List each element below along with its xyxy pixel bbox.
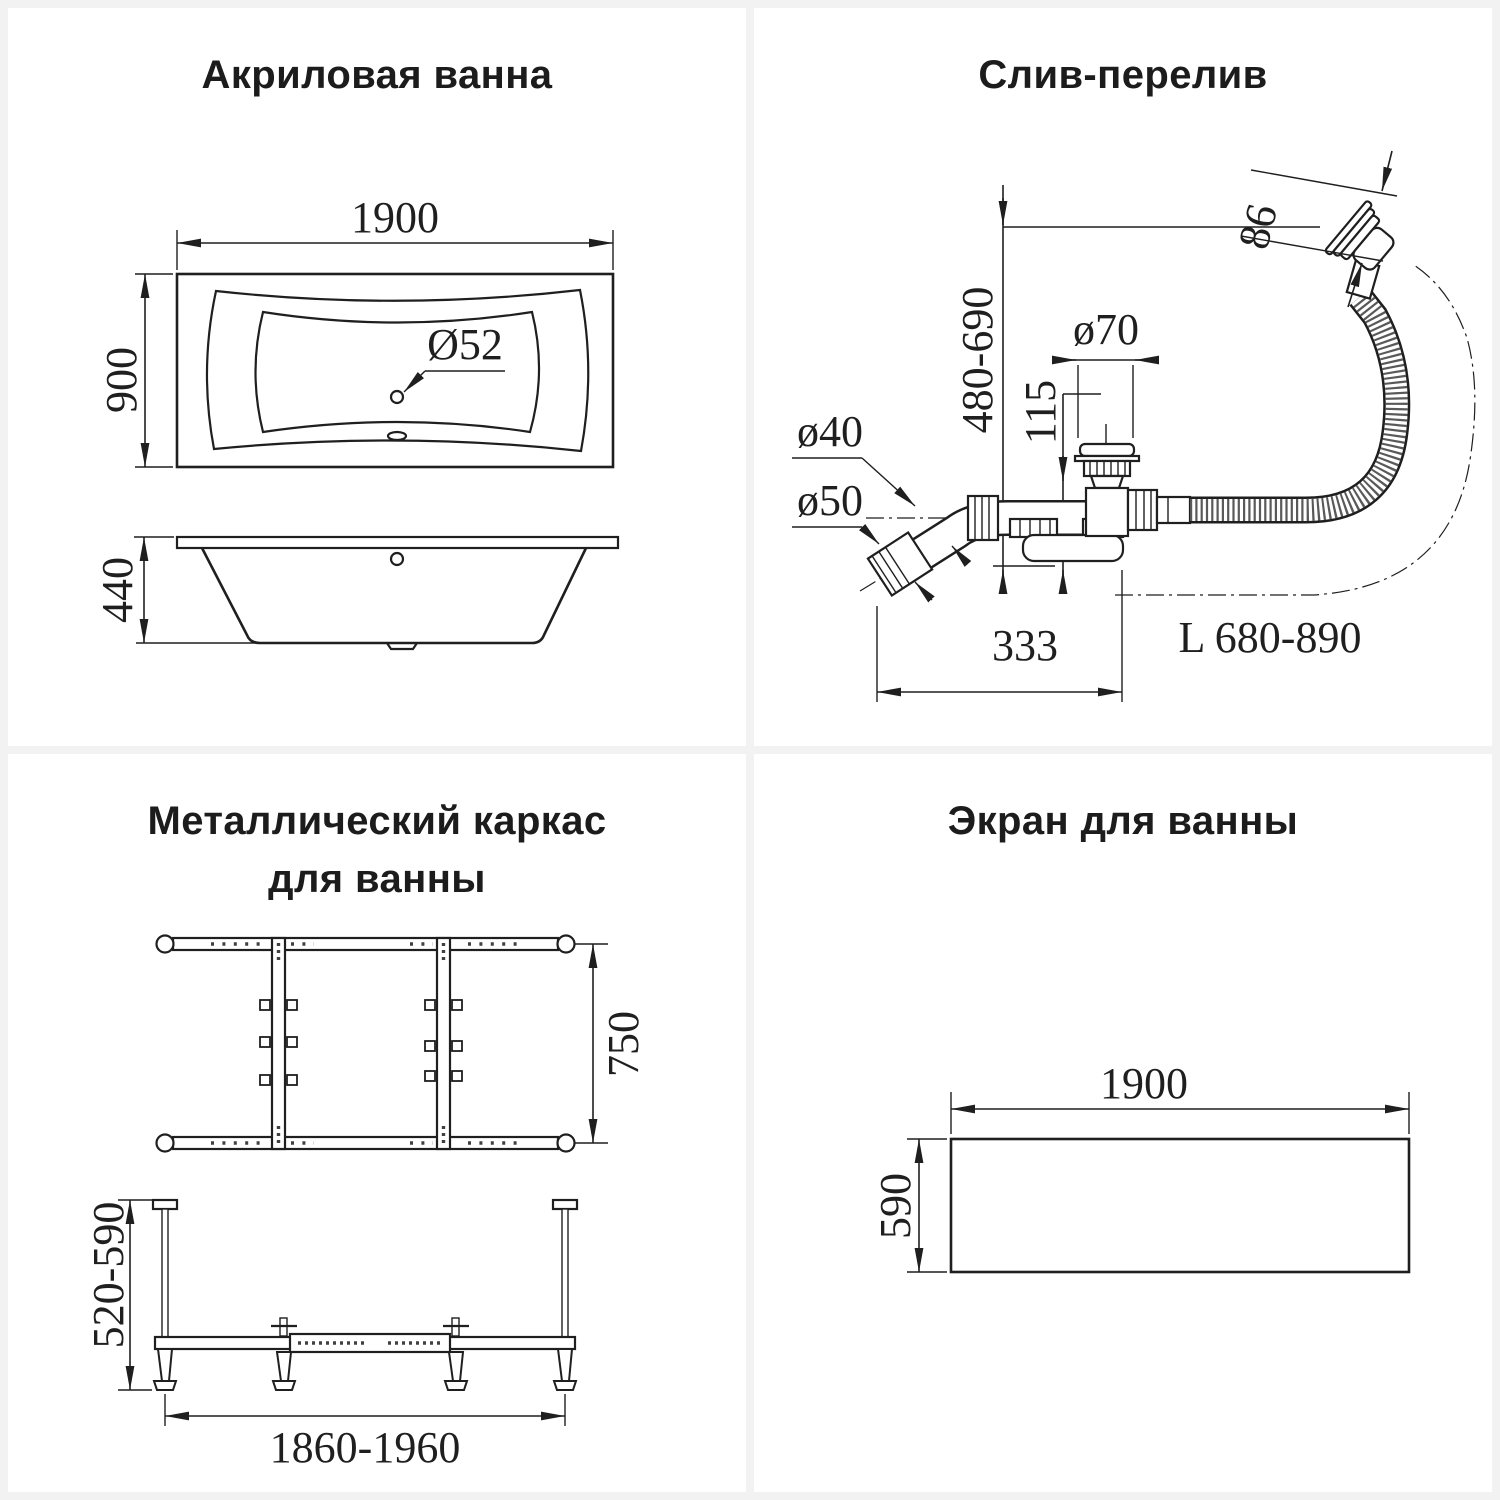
frame-rail-bottom [171, 1135, 560, 1151]
screen-length-label: 1900 [1100, 1059, 1188, 1108]
frame-crossbar-right [435, 936, 452, 1151]
panel-acrylic-bath: Акриловая ванна 1900 [8, 8, 746, 746]
drain-hole [389, 389, 405, 405]
dim-length-range: 1860-1960 [164, 1394, 566, 1472]
dim-offset-333: 333 [876, 570, 1123, 702]
dim-width-label: 900 [97, 347, 146, 413]
panel-metal-frame: Металлический каркас для ванны [8, 754, 746, 1492]
overflow-hose [1190, 288, 1411, 524]
depth-label: 750 [599, 1011, 648, 1077]
hose-adapter [1155, 495, 1192, 525]
dim-screen-length: 1900 [950, 1059, 1410, 1134]
valve-collar [1082, 459, 1132, 478]
panel-acrylic-bath-title: Акриловая ванна [201, 53, 553, 97]
panel-bath-screen: Экран для ванны 1900 590 [754, 754, 1492, 1492]
dim-height-range: 520-590 [84, 1199, 155, 1391]
overflow-head [1324, 200, 1395, 301]
acrylic-bath-drawing: 1900 900 Ø52 [93, 193, 620, 651]
cap-diameter-label: ø70 [1073, 305, 1139, 354]
bath-screen-drawing: 1900 590 [871, 1059, 1411, 1274]
panel-bath-screen-title: Экран для ванны [947, 799, 1299, 843]
frame-crossbar-left [270, 936, 287, 1151]
overflow-hole [389, 551, 405, 567]
callout-outlet-50: ø50 [792, 476, 935, 603]
callout-drain-52: Ø52 [403, 320, 505, 393]
metal-frame-drawing: 750 [84, 934, 648, 1472]
dim-width-900: 900 [97, 273, 173, 468]
dim-screen-height: 590 [871, 1138, 947, 1273]
dim-body-height: 115 [1016, 380, 1101, 594]
screen-outline [949, 1137, 1411, 1274]
callout-pipe-40: ø40 [792, 407, 972, 567]
pipe-diameter-label: ø40 [797, 407, 863, 456]
valve-cap [1078, 442, 1136, 458]
panel-drain-overflow-title: Слив-перелив [978, 53, 1268, 97]
bathtub-side-view [175, 535, 620, 651]
screen-height-label: 590 [871, 1173, 920, 1239]
length-range-label: 1860-1960 [270, 1423, 461, 1472]
drain-cup [1021, 533, 1125, 563]
body-height-label: 115 [1016, 380, 1065, 444]
drain-valve [1008, 424, 1192, 563]
frame-front-view [151, 1198, 579, 1391]
waste-pipe [866, 494, 1092, 598]
outlet-diameter-label: ø50 [797, 476, 863, 525]
drain-stub [386, 642, 418, 651]
dim-length-label: 1900 [351, 193, 439, 242]
outlet-sleeve [866, 530, 934, 598]
dim-length-1900: 1900 [176, 193, 614, 270]
frame-rail-top [171, 936, 560, 952]
dim-depth-750: 750 [575, 943, 648, 1144]
panel-metal-frame-title: Металлический каркас для ванны [147, 799, 607, 901]
dim-height-label: 440 [93, 557, 142, 623]
frame-top-view [155, 934, 576, 1153]
hose-length-label: L 680-890 [1179, 613, 1362, 662]
bathtub-top-view [175, 272, 615, 469]
elbow-nut [966, 494, 1000, 542]
dim-cap-diameter: ø70 [1052, 305, 1159, 438]
offset-label: 333 [992, 621, 1058, 670]
drain-overflow-drawing: 480-690 115 ø70 [792, 150, 1476, 702]
panel-drain-overflow: Слив-перелив 480-690 115 [754, 8, 1492, 746]
valve-body [1084, 486, 1130, 538]
drain-diameter-label: Ø52 [427, 320, 503, 369]
hose-union-nut [1126, 488, 1159, 532]
frame-clips [259, 999, 463, 1086]
height-range-label: 520-590 [84, 1202, 133, 1349]
frame-feet [152, 1348, 578, 1391]
overflow-slot [386, 430, 408, 442]
install-height-label: 480-690 [953, 287, 1002, 434]
dim-height-440: 440 [93, 536, 258, 644]
dim-install-height: 480-690 [953, 185, 1008, 594]
hose-sweep-centerline [1115, 264, 1476, 596]
overflow-diameter-label: 86 [1229, 199, 1287, 254]
frame-adjust-plate [288, 1332, 452, 1354]
